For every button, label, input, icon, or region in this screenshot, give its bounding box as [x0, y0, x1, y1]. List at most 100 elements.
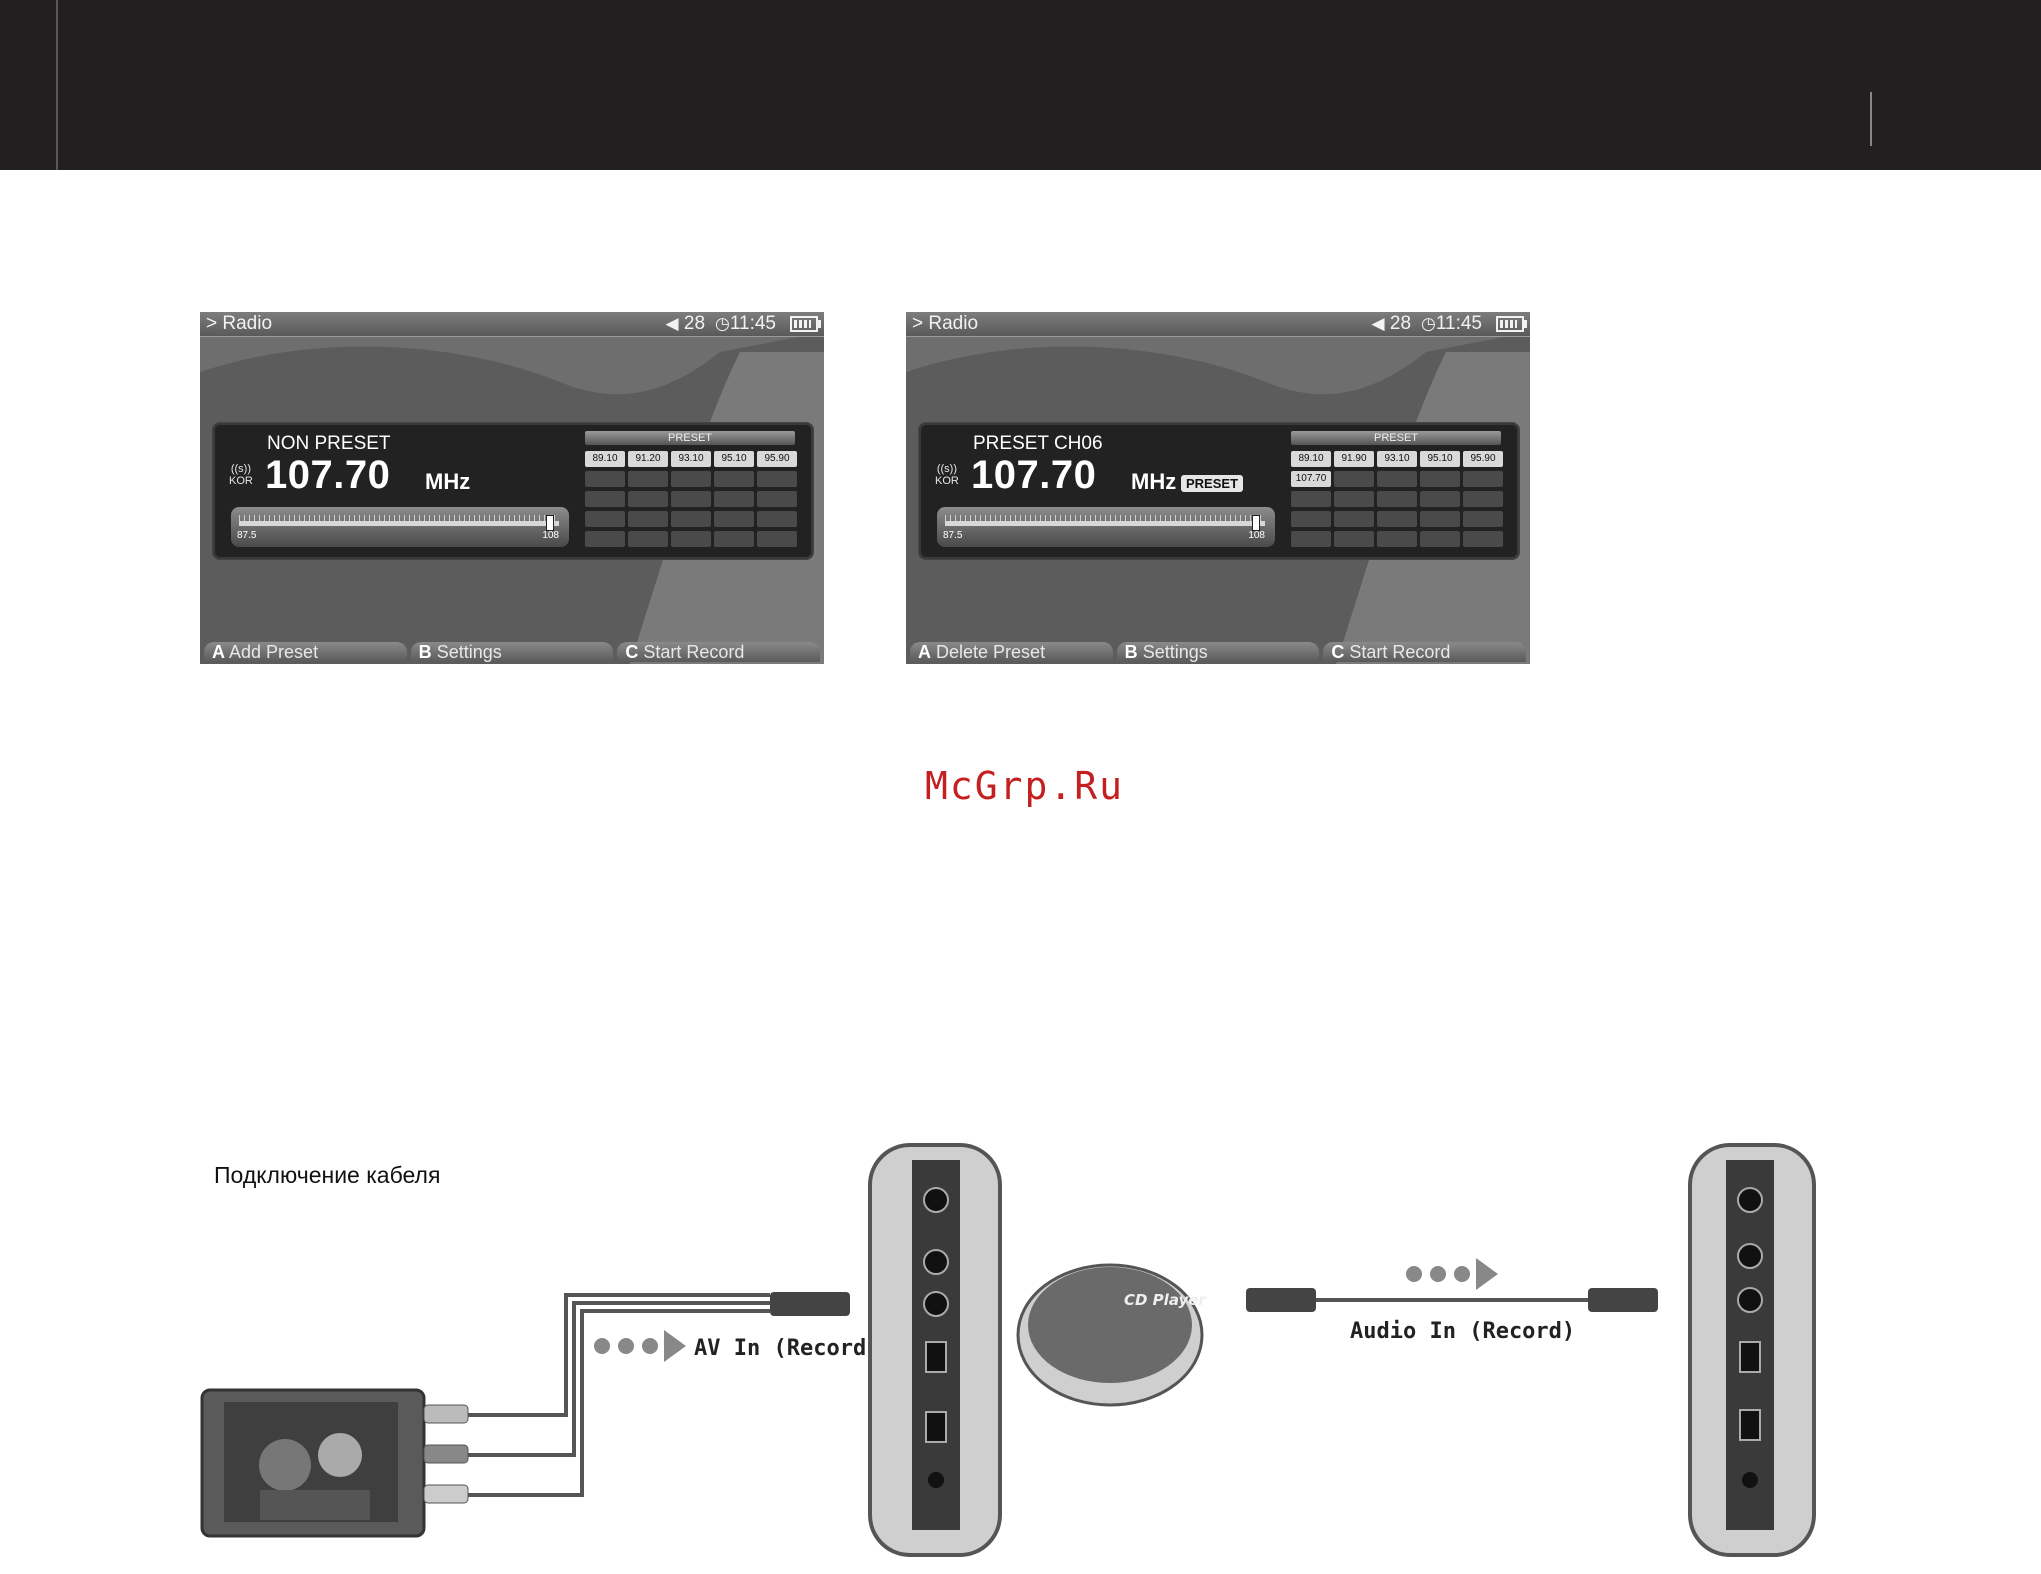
preset-cell[interactable] — [1291, 491, 1331, 507]
audio-plug-left — [1246, 1288, 1316, 1312]
signal-icon: ((s)) — [936, 463, 957, 475]
preset-cell[interactable] — [1334, 531, 1374, 547]
preset-cell[interactable] — [1420, 491, 1460, 507]
tuner-panel: NON PRESET ((s))KOR 107.70 MHz 87.5 108 … — [212, 422, 814, 560]
watermark: McGrp.Ru — [925, 764, 1125, 808]
softkey-a-key: A — [212, 642, 225, 662]
preset-cell[interactable]: 91.20 — [628, 451, 668, 467]
title-text: Radio — [222, 313, 273, 334]
preset-cell[interactable] — [628, 491, 668, 507]
tv-set-image — [200, 1388, 426, 1538]
preset-cell[interactable] — [585, 491, 625, 507]
preset-cell[interactable] — [1463, 511, 1503, 527]
screen-title-bar: > Radio ◀ 28 ◷11:45 — [906, 312, 1530, 337]
slider-knob[interactable] — [1251, 515, 1260, 531]
tuning-slider[interactable]: 87.5 108 — [231, 507, 569, 547]
preset-cell[interactable] — [1420, 531, 1460, 547]
preset-cell[interactable] — [1377, 491, 1417, 507]
softkey-start-record[interactable]: C Start Record — [617, 642, 821, 662]
preset-cell[interactable] — [714, 531, 754, 547]
header-bar — [0, 0, 2041, 170]
preset-cell[interactable] — [585, 471, 625, 487]
slider-knob[interactable] — [545, 515, 554, 531]
preset-cell[interactable] — [757, 511, 797, 527]
preset-cell[interactable]: 95.10 — [1420, 451, 1460, 467]
volume-value: 28 — [1389, 313, 1412, 334]
preset-cell[interactable]: 89.10 — [1291, 451, 1331, 467]
radio-screen-preset: > Radio ◀ 28 ◷11:45 PRESET CH06 ((s))KOR… — [906, 312, 1530, 664]
preset-cell[interactable] — [1334, 471, 1374, 487]
preset-cell[interactable] — [628, 471, 668, 487]
band-max: 108 — [1248, 530, 1265, 541]
preset-cell[interactable] — [671, 491, 711, 507]
preset-cell[interactable] — [1420, 511, 1460, 527]
preset-cell[interactable] — [671, 531, 711, 547]
softkey-c-key: C — [625, 642, 639, 662]
cd-player-label: CD Player — [1124, 1291, 1207, 1309]
preset-cell[interactable] — [714, 511, 754, 527]
preset-cell[interactable]: 93.10 — [1377, 451, 1417, 467]
band-max: 108 — [542, 530, 559, 541]
preset-cell[interactable] — [671, 511, 711, 527]
preset-cell[interactable] — [757, 531, 797, 547]
frequency-unit: MHz — [1131, 469, 1177, 494]
header-divider-right — [1870, 92, 1872, 146]
speaker-icon: ◀ — [1371, 314, 1385, 333]
preset-cell[interactable]: 107.70 — [1291, 471, 1331, 487]
preset-cell[interactable] — [1291, 531, 1331, 547]
preset-cell[interactable] — [585, 531, 625, 547]
preset-cell[interactable] — [1334, 491, 1374, 507]
signal-icon: ((s)) — [230, 463, 251, 475]
softkey-add-preset[interactable]: A Add Preset — [204, 642, 407, 662]
preset-cell[interactable]: 89.10 — [585, 451, 625, 467]
preset-cell[interactable]: 93.10 — [671, 451, 711, 467]
battery-icon — [790, 316, 821, 332]
tuning-slider[interactable]: 87.5 108 — [937, 507, 1275, 547]
softkey-delete-preset[interactable]: A Delete Preset — [910, 642, 1113, 662]
preset-cell[interactable]: 95.10 — [714, 451, 754, 467]
preset-cell[interactable] — [1463, 531, 1503, 547]
connection-diagram: AV In (Record) CD Player Audio In (Recor… — [200, 1143, 1816, 1557]
preset-cell[interactable] — [757, 491, 797, 507]
preset-cell[interactable] — [1377, 471, 1417, 487]
rds-text: KOR — [935, 475, 959, 487]
slider-ticks — [945, 515, 1265, 521]
softkey-start-record[interactable]: C Start Record — [1323, 642, 1527, 662]
audio-in-label: Audio In (Record) — [1350, 1319, 1575, 1344]
rca-plugs — [423, 1404, 469, 1504]
radio-screen-non-preset: > Radio ◀ 28 ◷11:45 NON PRESET ((s))KOR … — [200, 312, 824, 664]
preset-cell[interactable] — [1463, 471, 1503, 487]
preset-cell[interactable] — [1291, 511, 1331, 527]
cable-connection-caption: Подключение кабеля — [214, 1162, 441, 1188]
softkey-settings[interactable]: B Settings — [410, 642, 614, 662]
preset-cell[interactable] — [1463, 491, 1503, 507]
preset-cell[interactable] — [628, 511, 668, 527]
preset-cell[interactable] — [671, 471, 711, 487]
preset-cell[interactable] — [1377, 511, 1417, 527]
station-label: PRESET CH06 — [973, 433, 1103, 454]
preset-cell[interactable] — [1334, 511, 1374, 527]
preset-cell[interactable] — [628, 531, 668, 547]
tuner-panel: PRESET CH06 ((s))KOR 107.70 MHz PRESET 8… — [918, 422, 1520, 560]
preset-cell[interactable] — [714, 471, 754, 487]
softkey-settings[interactable]: B Settings — [1116, 642, 1320, 662]
frequency-value: 107.70 — [265, 453, 391, 497]
preset-cell[interactable] — [714, 491, 754, 507]
slider-track — [945, 521, 1265, 526]
softkey-c-key: C — [1331, 642, 1345, 662]
softkey-a-key: A — [918, 642, 931, 662]
slider-ticks — [239, 515, 559, 521]
softkey-b-label: Settings — [1142, 642, 1208, 662]
cd-player-image: CD Player — [1016, 1263, 1207, 1407]
preset-cell[interactable] — [1420, 471, 1460, 487]
preset-cell[interactable]: 91.90 — [1334, 451, 1374, 467]
preset-cell[interactable] — [585, 511, 625, 527]
preset-cell[interactable] — [757, 471, 797, 487]
preset-cell[interactable]: 95.90 — [1463, 451, 1503, 467]
preset-cell[interactable]: 95.90 — [757, 451, 797, 467]
status-area: ◀ 28 ◷11:45 — [1371, 312, 1527, 336]
preset-cell[interactable] — [1377, 531, 1417, 547]
